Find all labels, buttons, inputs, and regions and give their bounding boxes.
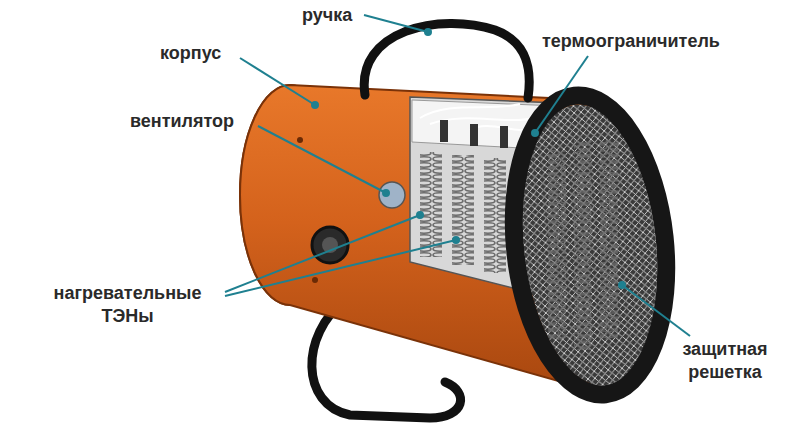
fan <box>379 182 405 208</box>
handle <box>364 23 529 98</box>
part-label: вентилятор <box>130 110 234 133</box>
leader-lines <box>225 15 690 336</box>
screw <box>312 277 318 283</box>
part-label: защитная решетка <box>665 338 785 384</box>
part-label: ручка <box>302 4 352 27</box>
screw <box>297 137 303 143</box>
part-label: корпус <box>160 42 221 65</box>
front-grille <box>500 88 681 402</box>
part-label: нагревательные ТЭНы <box>40 282 215 328</box>
part-label: термоограничитель <box>542 30 720 53</box>
